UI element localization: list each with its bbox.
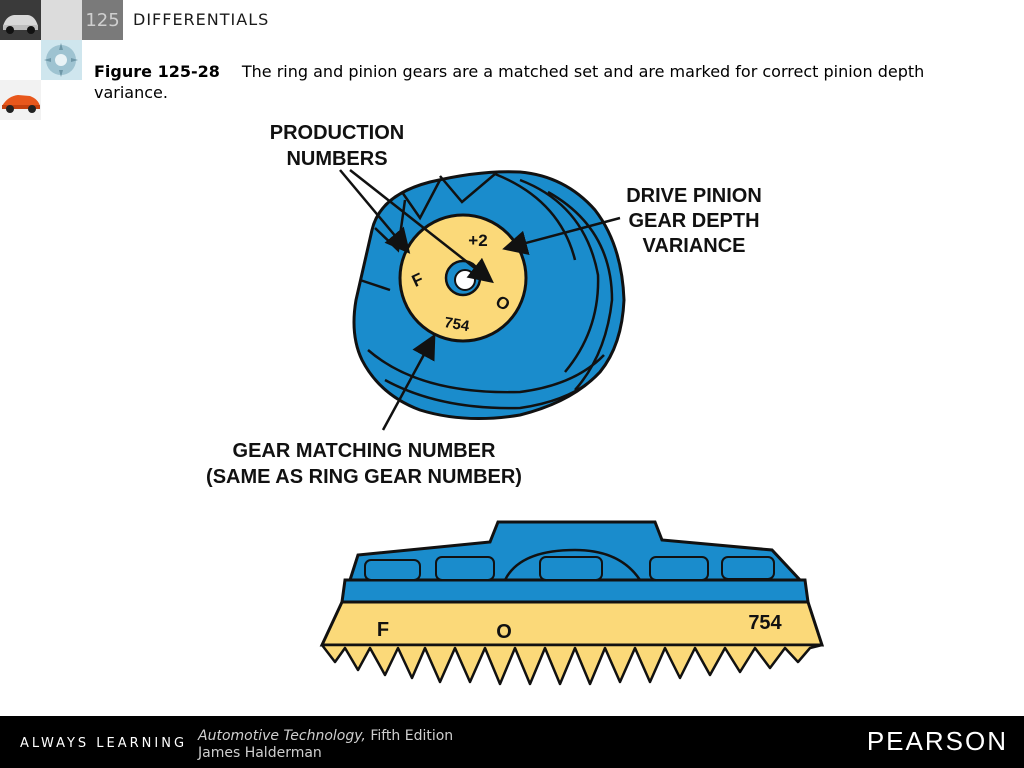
production-numbers-label-line1: PRODUCTION — [270, 122, 404, 144]
figure-caption-text: The ring and pinion gears are a matched … — [94, 62, 925, 102]
ring-left-mark: F — [377, 619, 389, 641]
book-title: Automotive Technology, — [198, 728, 366, 744]
depth-variance-label-line1: DRIVE PINION — [626, 185, 762, 207]
footer-bar: ALWAYS LEARNING Automotive Technology, F… — [0, 716, 1024, 768]
matching-number-label-line2: (SAME AS RING GEAR NUMBER) — [206, 466, 522, 488]
ring-number-mark: 754 — [748, 612, 782, 634]
production-arrow-2 — [349, 169, 494, 284]
matching-number-label-line1: GEAR MATCHING NUMBER — [233, 440, 497, 462]
chapter-title: DIFFERENTIALS — [133, 10, 270, 29]
ring-middle-mark: O — [496, 621, 512, 643]
depth-variance-label-line3: VARIANCE — [643, 235, 746, 257]
header-blank-tile — [41, 0, 82, 40]
footer-tagline: ALWAYS LEARNING — [20, 736, 188, 751]
ring-gear — [319, 520, 825, 686]
production-arrow-1 — [339, 169, 411, 254]
depth-variance-arrow — [502, 216, 621, 255]
book-info: Automotive Technology, Fifth Edition Jam… — [198, 728, 453, 762]
production-numbers-label-line2: NUMBERS — [286, 148, 387, 170]
book-author: James Halderman — [198, 745, 322, 761]
gear-diagram: +2 F O 754 PRODUCTION NUMBERS DRIVE PINI… — [206, 122, 825, 686]
pinion-number-mark: 754 — [443, 314, 471, 335]
chapter-number: 125 — [82, 0, 123, 40]
figure-label: Figure 125-28 — [94, 62, 220, 81]
pinion-variance-mark: +2 — [468, 231, 487, 250]
book-edition: Fifth Edition — [365, 728, 454, 744]
sports-car-thumbnail-icon — [0, 80, 41, 120]
depth-variance-label-line2: GEAR DEPTH — [628, 210, 759, 232]
publisher-logo: PEARSON — [866, 726, 1008, 756]
car-thumbnail-icon — [0, 0, 41, 40]
matching-number-arrow — [381, 333, 436, 431]
gear-thumbnail-icon — [41, 40, 82, 80]
drive-pinion-gear — [352, 170, 626, 421]
